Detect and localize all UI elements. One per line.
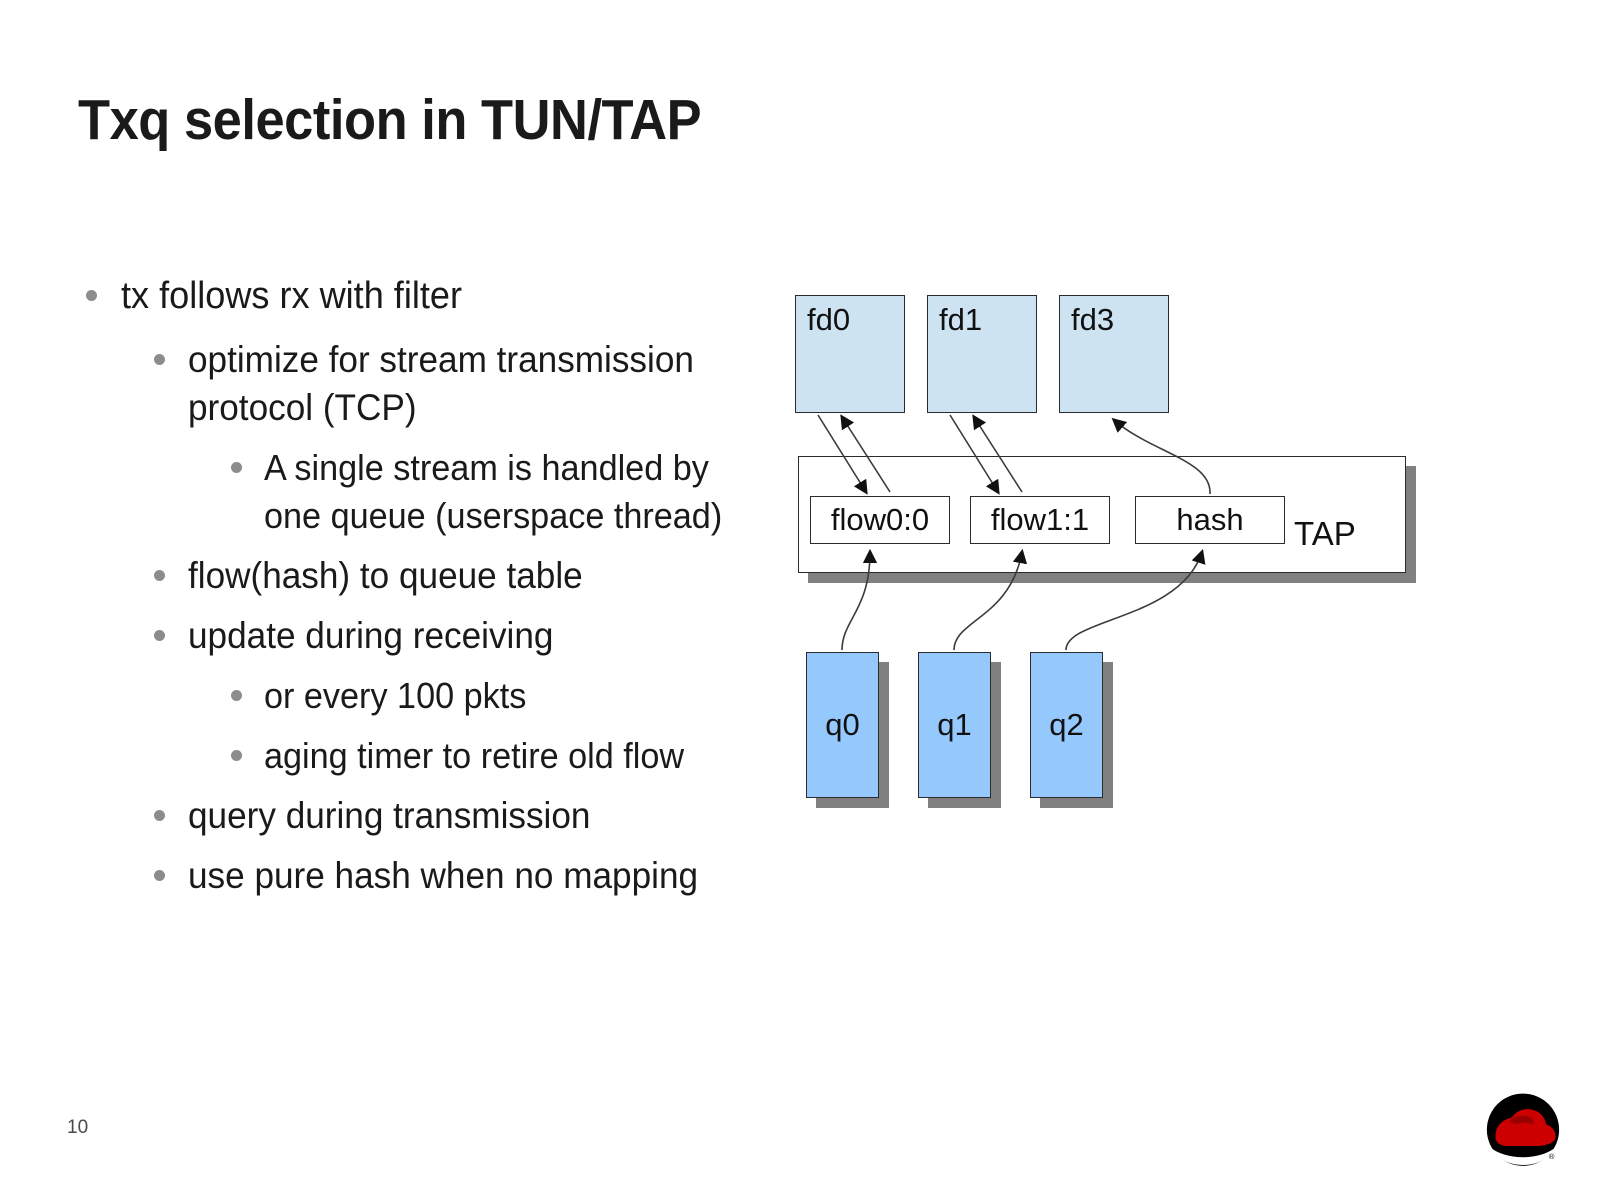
flow-box-0: flow0:0 [810, 496, 950, 544]
bullet-dot-icon [231, 690, 242, 701]
list-item-label: optimize for stream transmission protoco… [188, 339, 694, 428]
list-item-label: use pure hash when no mapping [188, 855, 699, 896]
fd-box-1: fd1 [927, 295, 1037, 413]
queue-box-2: q2 [1030, 652, 1103, 798]
list-item: update during receiving [86, 612, 786, 660]
fd-box-label: fd3 [1071, 302, 1115, 337]
page-title: Txq selection in TUN/TAP [78, 88, 702, 152]
hash-box: hash [1135, 496, 1285, 544]
list-item: flow(hash) to queue table [86, 552, 786, 600]
flow-box-1: flow1:1 [970, 496, 1110, 544]
bullet-list: tx follows rx with filter optimize for s… [86, 272, 786, 912]
fd-box-label: fd1 [939, 302, 983, 337]
tap-box-label: TAP [1294, 515, 1356, 552]
red-hat-shadowman-logo: ® [1486, 1093, 1560, 1166]
list-item: or every 100 pkts [86, 672, 786, 720]
list-item-label: flow(hash) to queue table [188, 555, 583, 596]
bullet-dot-icon [86, 290, 97, 301]
fd-box-label: fd0 [807, 302, 851, 337]
flow-box-label: flow1:1 [990, 502, 1090, 537]
queue-box-label: q1 [937, 707, 972, 742]
svg-text:®: ® [1549, 1152, 1555, 1161]
bullet-dot-icon [154, 354, 165, 365]
list-item: use pure hash when no mapping [86, 852, 786, 900]
fd-box-2: fd3 [1059, 295, 1169, 413]
hash-box-label: hash [1176, 502, 1244, 537]
list-item-label: A single stream is handled by one queue … [264, 447, 723, 536]
flow-box-label: flow0:0 [830, 502, 930, 537]
list-item-label: aging timer to retire old flow [264, 735, 685, 776]
list-item-label: update during receiving [188, 615, 554, 656]
queue-box-label: q0 [825, 707, 860, 742]
list-item: A single stream is handled by one queue … [86, 444, 786, 540]
list-item: optimize for stream transmission protoco… [86, 336, 786, 432]
bullet-dot-icon [231, 750, 242, 761]
queue-box-1: q1 [918, 652, 991, 798]
bullet-dot-icon [154, 810, 165, 821]
queue-box-0: q0 [806, 652, 879, 798]
list-item: tx follows rx with filter [86, 272, 786, 320]
queue-box-label: q2 [1049, 707, 1084, 742]
list-item: aging timer to retire old flow [86, 732, 786, 780]
list-item-label: query during transmission [188, 795, 591, 836]
bullet-dot-icon [231, 462, 242, 473]
bullet-dot-icon [154, 870, 165, 881]
list-item: query during transmission [86, 792, 786, 840]
txq-selection-diagram: fd0 fd1 fd3 TAP flow0:0 flow1:1 hash q0 [770, 270, 1450, 830]
page-number: 10 [67, 1117, 89, 1138]
list-item-label: tx follows rx with filter [121, 275, 463, 317]
fd-box-0: fd0 [795, 295, 905, 413]
bullet-dot-icon [154, 630, 165, 641]
bullet-dot-icon [154, 570, 165, 581]
list-item-label: or every 100 pkts [264, 675, 527, 716]
